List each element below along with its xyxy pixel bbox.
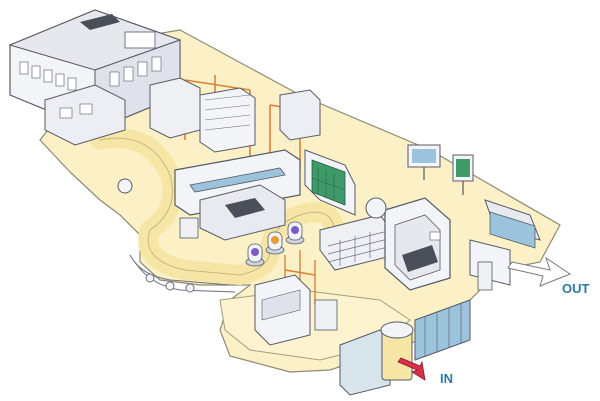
roller-track xyxy=(129,254,236,293)
entrance-pavilion xyxy=(339,299,471,396)
display-boards xyxy=(407,144,474,195)
entrance-arrow xyxy=(397,357,426,381)
exit-arrow xyxy=(507,256,572,287)
main-building xyxy=(8,9,182,146)
lower-machinery xyxy=(254,274,338,346)
robot-pod-3 xyxy=(285,221,305,245)
robot-pod-1 xyxy=(245,243,265,267)
display-board-2 xyxy=(452,154,474,195)
control-panel-unit xyxy=(304,149,356,216)
robot-pods xyxy=(245,221,305,267)
display-board-1 xyxy=(407,144,441,180)
robot-pod-2 xyxy=(265,231,285,255)
vehicle-bay xyxy=(365,197,451,291)
central-machinery xyxy=(117,149,301,241)
machine-towers xyxy=(149,77,321,153)
in-label: IN xyxy=(440,371,453,386)
exit-station xyxy=(469,199,541,291)
out-label: OUT xyxy=(562,281,590,296)
